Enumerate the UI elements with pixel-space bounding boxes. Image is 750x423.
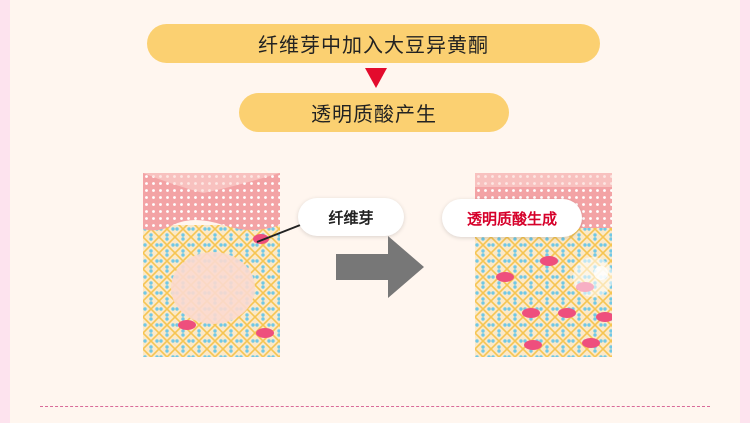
hyaluronic-label: 透明质酸生成 [442, 199, 582, 237]
skin-before-illustration [143, 173, 280, 357]
step-two-text: 透明质酸产生 [311, 102, 437, 126]
step-one-banner: 纤维芽中加入大豆异黄酮 [147, 24, 600, 63]
dashed-divider [40, 406, 710, 407]
content-panel: 纤维芽中加入大豆异黄酮 透明质酸产生 [10, 0, 740, 423]
step-one-text: 纤维芽中加入大豆异黄酮 [258, 33, 489, 57]
right-arrow-icon [336, 236, 424, 298]
hyaluronic-label-text: 透明质酸生成 [466, 209, 557, 228]
down-arrow-icon [365, 68, 387, 88]
fiber-label-text: 纤维芽 [328, 208, 374, 227]
step-two-banner: 透明质酸产生 [239, 93, 509, 132]
fiber-label: 纤维芽 [298, 198, 404, 236]
